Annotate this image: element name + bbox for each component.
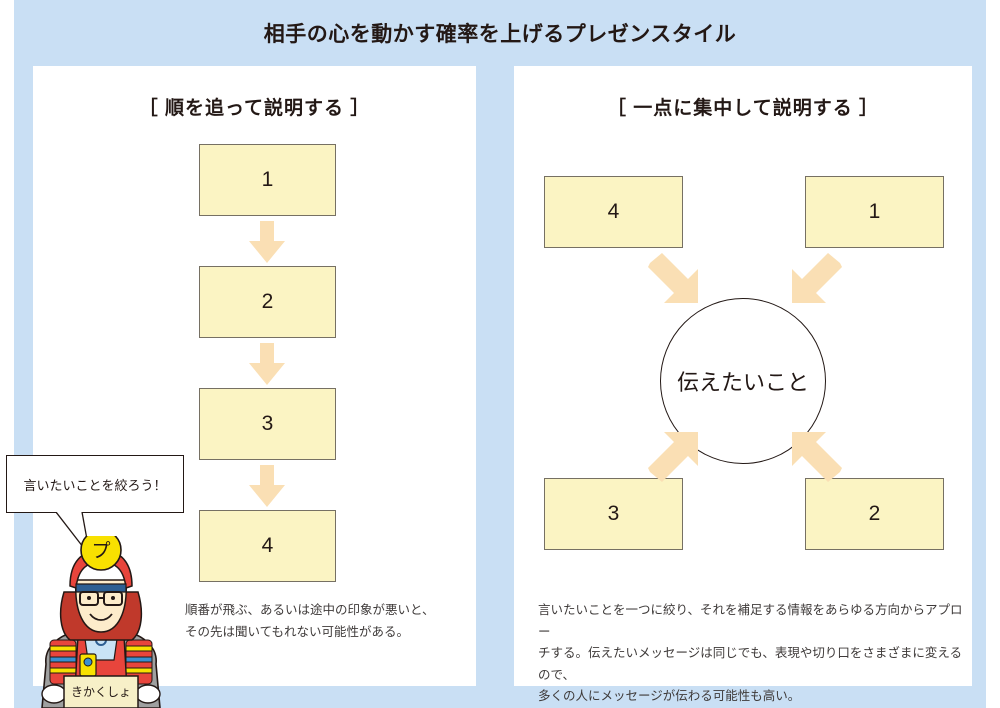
arrow-down-1 xyxy=(249,221,285,263)
speech-bubble: 言いたいことを絞ろう！ xyxy=(6,455,184,513)
document-label: きかくしょ xyxy=(71,685,131,699)
right-panel-heading: ［ 一点に集中して説明する ］ xyxy=(607,98,879,119)
right-caption-line-2: チする。伝えたいメッセージは同じでも、表現や切り口をさまざまに変えるので、 xyxy=(538,646,963,682)
right-panel-caption: 言いたいことを一つに絞り、それを補足する情報をあらゆる方向からアプロー チする。… xyxy=(538,600,968,708)
arrow-diag-from-top-left xyxy=(646,253,704,311)
arrow-down-2 xyxy=(249,343,285,385)
arrow-head xyxy=(249,241,285,263)
right-caption-line-3: 多くの人にメッセージが伝わる可能性も高い。 xyxy=(538,689,801,703)
left-panel-heading: ［ 順を追って説明する ］ xyxy=(138,98,371,119)
helmet-crest-label: プ xyxy=(91,540,110,562)
right-step-box-bottom-left[interactable]: 3 xyxy=(544,478,683,550)
left-step-box-2[interactable]: 2 xyxy=(199,266,336,338)
right-step-box-bottom-right[interactable]: 2 xyxy=(805,478,944,550)
arrow-diag-from-top-right xyxy=(786,253,844,311)
arrow-down-3 xyxy=(249,465,285,507)
arrow-diag-from-bottom-left xyxy=(646,424,704,482)
left-step-box-4[interactable]: 4 xyxy=(199,510,336,582)
left-step-box-3[interactable]: 3 xyxy=(199,388,336,460)
right-caption-line-1: 言いたいことを一つに絞り、それを補足する情報をあらゆる方向からアプロー xyxy=(538,603,963,639)
arrow-shaft xyxy=(260,343,274,367)
arrow-shaft xyxy=(260,221,274,245)
arrow-head xyxy=(249,485,285,507)
arrow-shaft xyxy=(260,465,274,489)
right-step-box-top-left[interactable]: 4 xyxy=(544,176,683,248)
left-caption-line-2: その先は聞いてもれない可能性がある。 xyxy=(185,624,410,639)
mascot-character: プ きかくしょ xyxy=(28,529,174,708)
left-caption-line-1: 順番が飛ぶ、あるいは途中の印象が悪いと、 xyxy=(185,603,435,617)
right-panel: ［ 一点に集中して説明する ］ 4 1 3 2 伝えたいこと xyxy=(514,66,972,703)
left-step-box-1[interactable]: 1 xyxy=(199,144,336,216)
page-title: 相手の心を動かす確率を上げるプレゼンスタイル xyxy=(263,23,737,46)
center-circle: 伝えたいこと xyxy=(660,298,826,464)
left-panel-caption: 順番が飛ぶ、あるいは途中の印象が悪いと、 その先は聞いてもれない可能性がある。 xyxy=(185,600,465,643)
arrow-diag-from-bottom-right xyxy=(786,424,844,482)
right-step-box-top-right[interactable]: 1 xyxy=(805,176,944,248)
arrow-head xyxy=(249,363,285,385)
